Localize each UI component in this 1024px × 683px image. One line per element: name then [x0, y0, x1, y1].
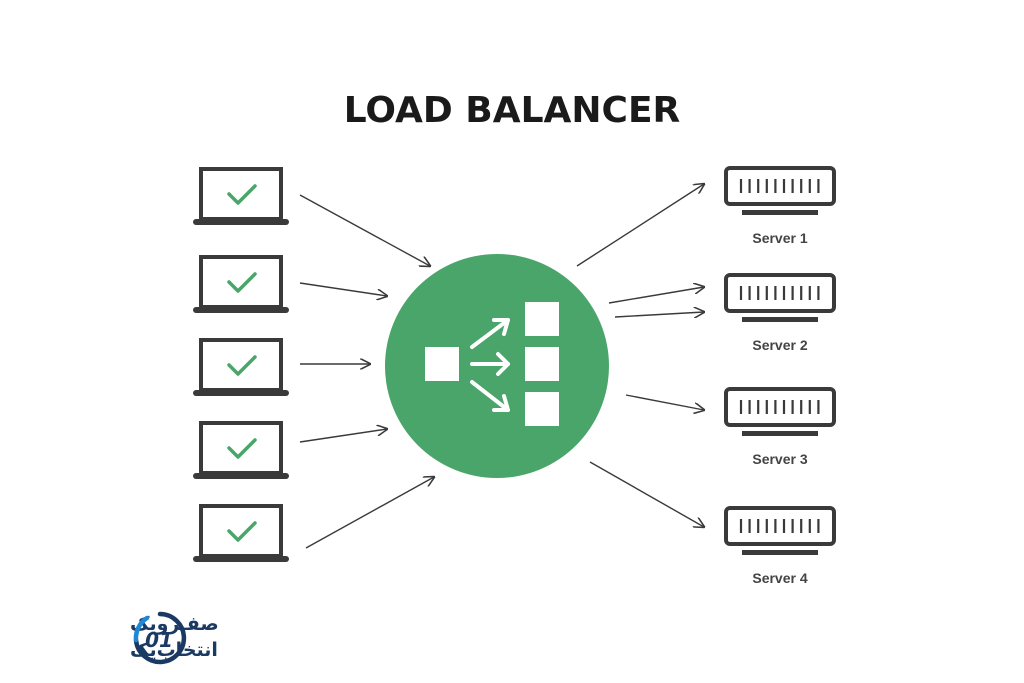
server-chassis — [724, 387, 836, 427]
server-stand — [742, 550, 818, 555]
target-block-bottom — [525, 392, 559, 426]
client-laptop — [193, 255, 289, 313]
flow-arrow — [305, 477, 434, 549]
laptop-screen — [199, 504, 283, 558]
laptop-screen — [199, 167, 283, 221]
client-laptop — [193, 504, 289, 562]
server-label: Server 3 — [752, 451, 807, 467]
server-slots-icon — [739, 400, 820, 414]
logo-mark-icon: 01 — [133, 611, 187, 665]
logo-mark-text: 01 — [145, 628, 173, 652]
servers-group: Server 1 Server 2 Server 3 Server 4 — [724, 166, 836, 586]
server-label: Server 4 — [752, 570, 807, 586]
server-label: Server 1 — [752, 230, 807, 246]
brand-logo: صفـرویک انتخاب‌یک 01 — [130, 611, 219, 665]
laptop-base — [193, 556, 289, 562]
flow-arrow — [299, 194, 430, 266]
laptop-base — [193, 473, 289, 479]
laptop-base — [193, 390, 289, 396]
flow-arrow — [614, 312, 704, 317]
clients-group — [193, 167, 289, 562]
server-unit: Server 2 — [724, 273, 836, 353]
load-balancer-node — [385, 254, 609, 478]
laptop-base — [193, 219, 289, 225]
laptop-base — [193, 307, 289, 313]
server-stand — [742, 431, 818, 436]
server-unit: Server 4 — [724, 506, 836, 586]
logo-line-2: انتخاب‌یک — [130, 639, 218, 661]
laptop-screen — [199, 421, 283, 475]
check-icon — [227, 184, 257, 205]
server-slots-icon — [739, 519, 820, 533]
laptop-screen — [199, 255, 283, 309]
server-label: Server 2 — [752, 337, 807, 353]
laptop-screen — [199, 338, 283, 392]
diagram-title: LOAD BALANCER — [344, 90, 681, 131]
server-unit: Server 1 — [724, 166, 836, 246]
flow-arrow — [608, 287, 704, 304]
flow-arrow — [299, 282, 387, 296]
flow-arrow — [576, 184, 704, 267]
server-chassis — [724, 166, 836, 206]
server-chassis — [724, 273, 836, 313]
check-icon — [227, 272, 257, 293]
server-chassis — [724, 506, 836, 546]
arrow-right-icon — [470, 352, 510, 376]
target-block-top — [525, 302, 559, 336]
client-laptop — [193, 167, 289, 225]
logo-line-1: صفـرویک — [130, 613, 219, 635]
server-stand — [742, 317, 818, 322]
server-slots-icon — [739, 179, 820, 193]
client-laptop — [193, 338, 289, 396]
arrows-group — [299, 184, 704, 549]
server-slots-icon — [739, 286, 820, 300]
flow-arrow — [299, 429, 387, 443]
arrow-up-icon — [470, 318, 510, 349]
check-icon — [227, 521, 257, 542]
arrow-down-icon — [470, 380, 510, 412]
flow-arrow — [589, 461, 704, 527]
distribute-icon — [425, 302, 559, 426]
server-unit: Server 3 — [724, 387, 836, 467]
server-stand — [742, 210, 818, 215]
target-block-middle — [525, 347, 559, 381]
check-icon — [227, 438, 257, 459]
client-laptop — [193, 421, 289, 479]
check-icon — [227, 355, 257, 376]
source-block — [425, 347, 459, 381]
flow-arrow — [625, 394, 704, 410]
